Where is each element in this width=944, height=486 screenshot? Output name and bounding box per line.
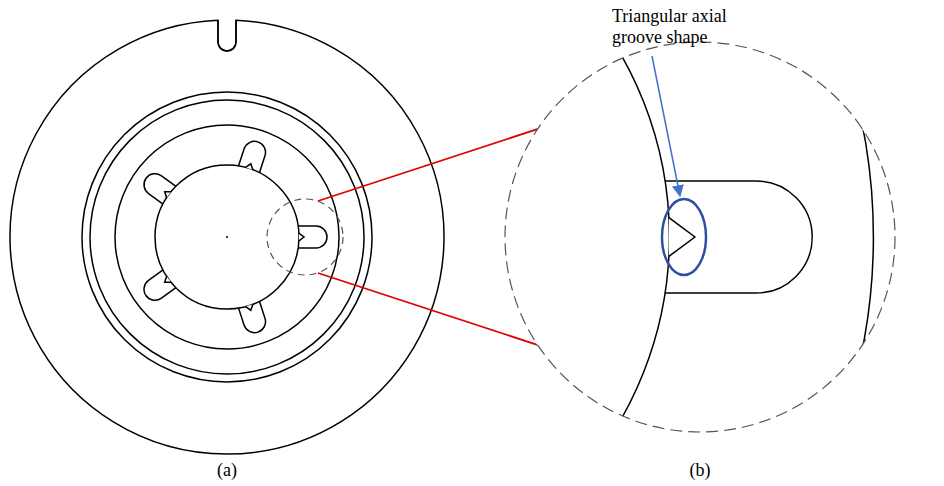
- view-label: (b): [690, 460, 711, 481]
- annotation-text: Triangular axial groove shape: [612, 6, 762, 48]
- highlight-ellipse: [662, 199, 706, 275]
- leader-arrow: [652, 56, 680, 196]
- detail-circle: [267, 199, 343, 275]
- view-label: (a): [217, 460, 237, 481]
- part-view: [10, 20, 444, 454]
- detail-boundary: [505, 42, 895, 432]
